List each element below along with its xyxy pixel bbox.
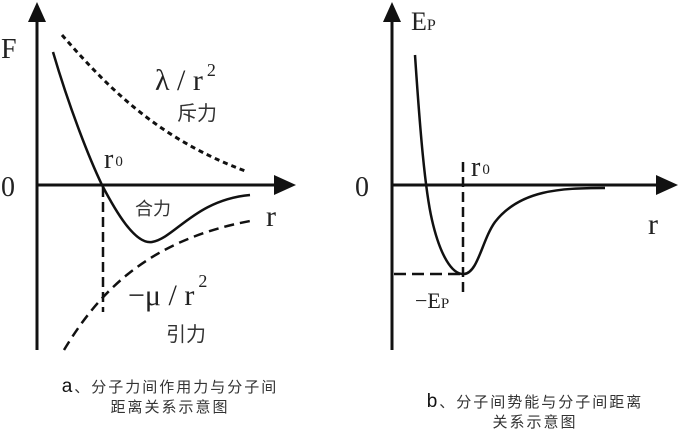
energy-r-axis-label: r xyxy=(648,208,658,241)
energy-axis-label: EP xyxy=(411,7,436,36)
caption-a: a、分子力间作用力与分子间 距离关系示意图 xyxy=(20,377,320,417)
energy-y-axis-arrow-icon xyxy=(383,2,401,22)
caption-b-line1: 、分子间势能与分子间距离 xyxy=(439,393,644,411)
force-x-axis-arrow-icon xyxy=(274,175,296,195)
potential-energy-curve xyxy=(413,54,606,276)
caption-a-tag: a xyxy=(61,376,73,397)
force-origin-label: 0 xyxy=(1,172,15,203)
repulsion-label: 斥力 xyxy=(177,101,217,125)
force-r-axis-label: r xyxy=(266,200,276,233)
caption-a-line2: 距离关系示意图 xyxy=(110,398,230,416)
caption-a-line1: 、分子力间作用力与分子间 xyxy=(74,378,279,396)
attraction-curve xyxy=(62,219,251,351)
net-force-curve xyxy=(51,51,251,244)
caption-b-line2: 关系示意图 xyxy=(492,413,578,431)
force-y-axis-arrow-icon xyxy=(28,2,46,22)
energy-origin-label: 0 xyxy=(355,172,369,203)
attraction-label: 引力 xyxy=(166,322,206,346)
caption-b: b、分子间势能与分子间距离 关系示意图 xyxy=(385,392,680,432)
repulsion-curve xyxy=(60,34,249,174)
caption-b-tag: b xyxy=(426,391,438,412)
energy-x-axis-arrow-icon xyxy=(656,175,678,195)
energy-min-label: −EP xyxy=(415,288,449,313)
force-axis-label: F xyxy=(1,34,17,65)
net-force-label: 合力 xyxy=(135,199,171,220)
